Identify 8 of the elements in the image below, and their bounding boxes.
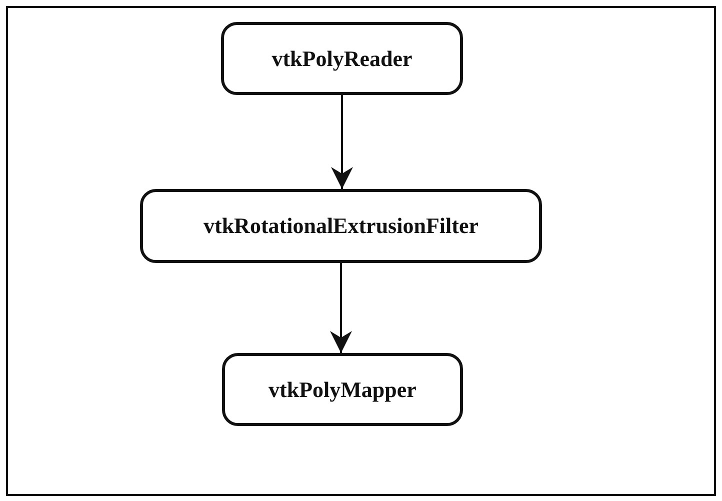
process-box xyxy=(140,189,542,263)
process-box xyxy=(221,22,463,95)
arrow xyxy=(330,263,352,353)
node-label: vtkPolyMapper xyxy=(268,376,416,402)
process-box xyxy=(222,353,463,426)
node-label: vtkRotationalExtrusionFilter xyxy=(204,213,478,239)
arrow xyxy=(331,95,353,189)
node-label: vtkPolyReader xyxy=(272,46,412,72)
